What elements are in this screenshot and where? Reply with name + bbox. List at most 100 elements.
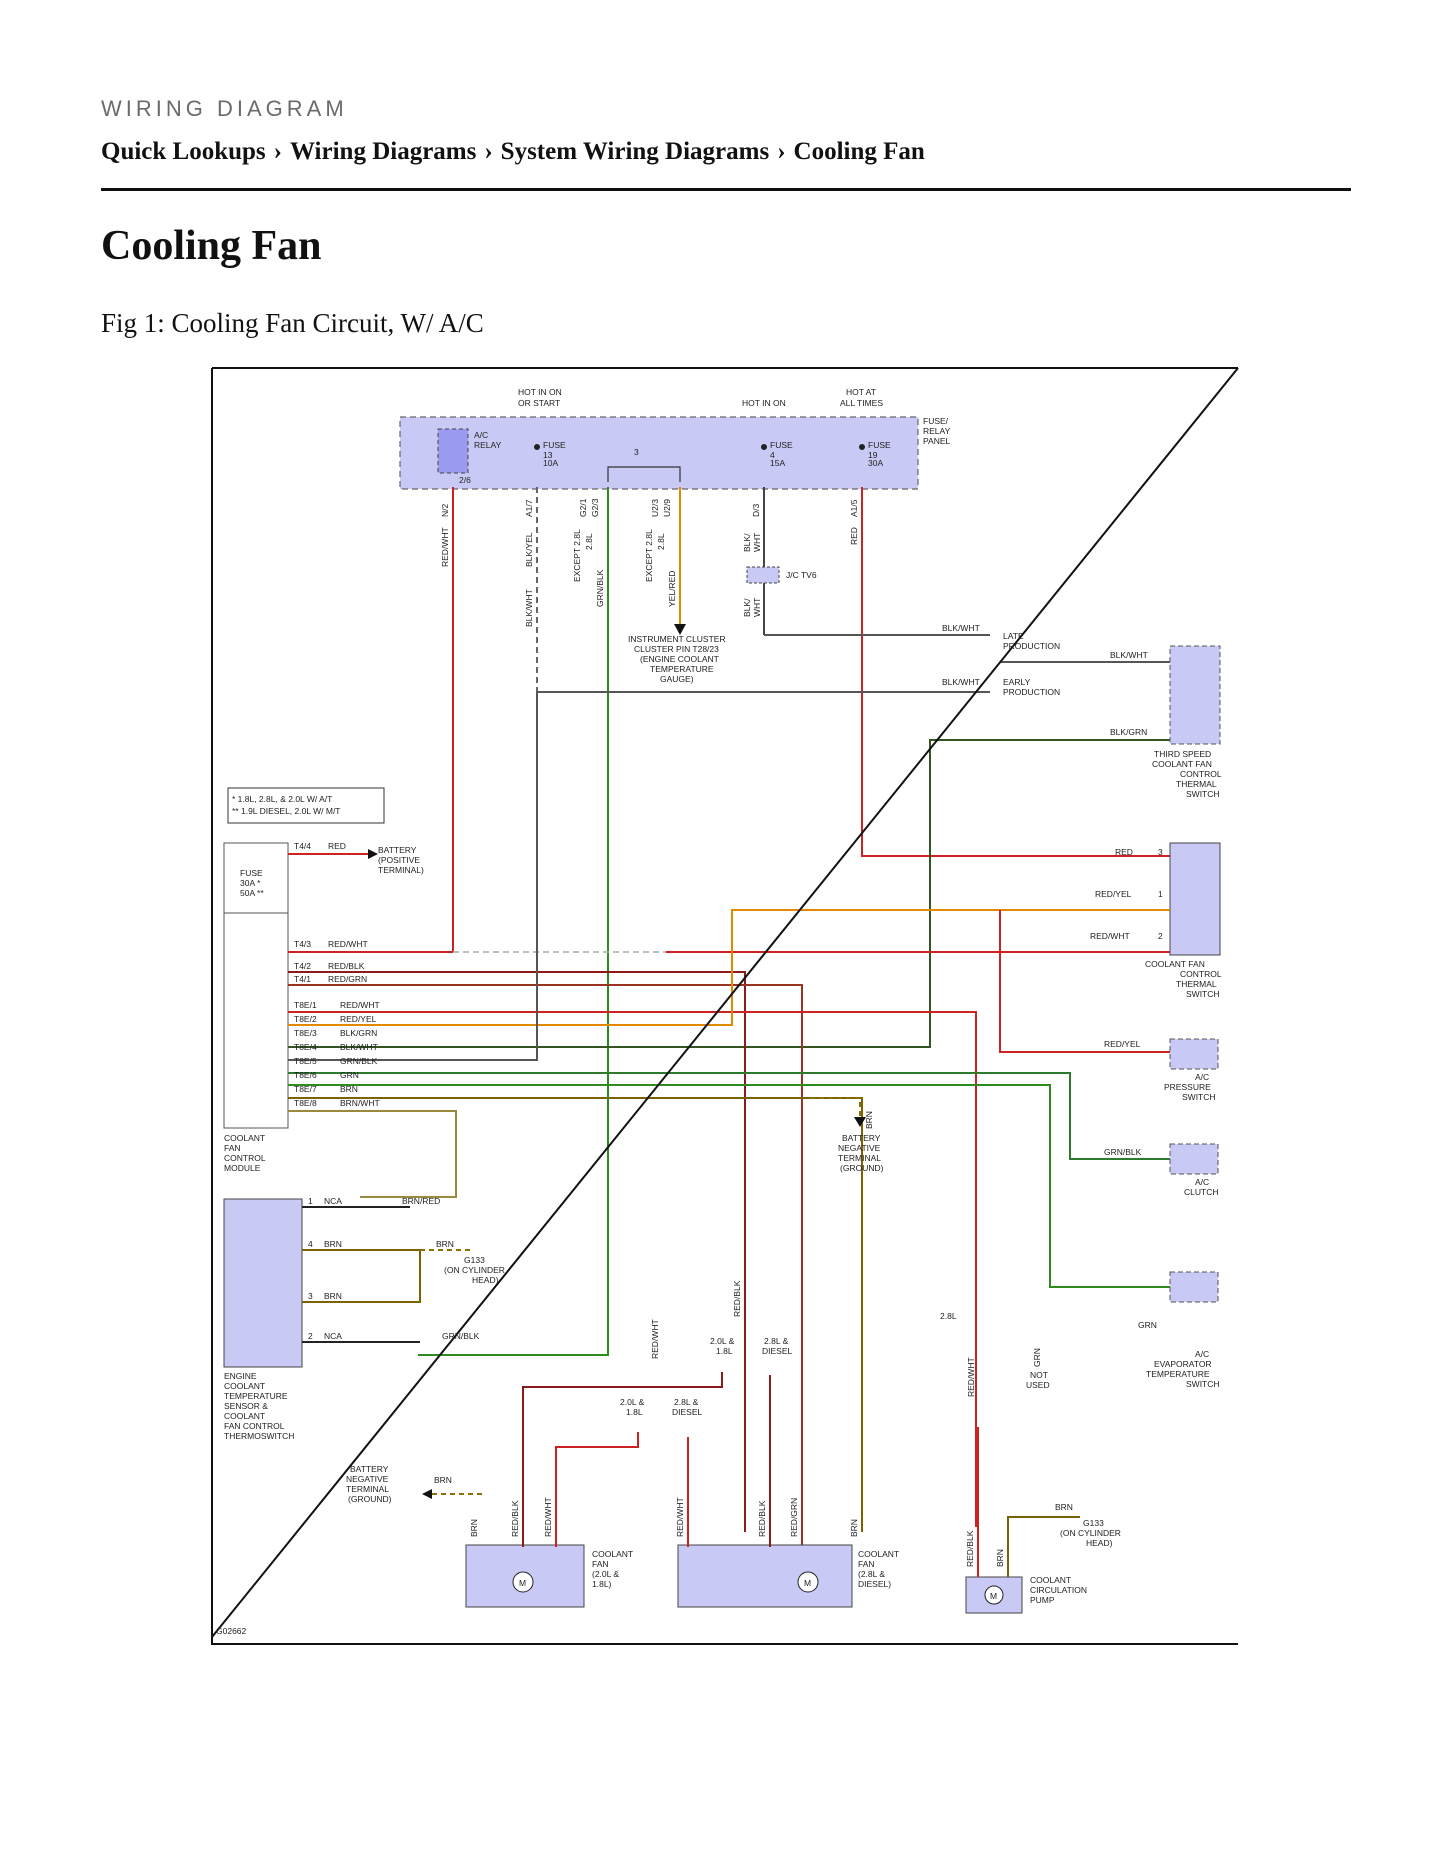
label-not-used-1: NOT [1030,1370,1048,1380]
figure-caption: Fig 1: Cooling Fan Circuit, W/ A/C [101,308,484,338]
section-kicker: WIRING DIAGRAM [101,96,348,121]
label-pump-brn: BRN [995,1549,1005,1567]
notes-box [227,787,385,824]
label-nca-1: NCA [324,1196,342,1206]
label-ects-4: SENSOR & [224,1401,268,1411]
label-hot-run-start-2: OR START [518,398,560,408]
label-pump-g133-3: HEAD) [1086,1538,1113,1548]
label-acp-2: PRESSURE [1164,1082,1211,1092]
breadcrumb-system-wiring-diagrams[interactable]: System Wiring Diagrams [500,138,770,165]
fuse-relay-panel [399,416,919,490]
label-third-5: SWITCH [1186,789,1220,799]
label-sw-1: 1 [1158,889,1163,899]
label-split-diesel: DIESEL [762,1346,793,1356]
label-except-a-2: EXCEPT 2.8L [644,529,654,582]
label-cfm-4: MODULE [224,1163,261,1173]
label-note-2: ** 1.9L DIESEL, 2.0L W/ M/T [232,806,341,816]
label-wire-t8e8: BRN/WHT [340,1098,380,1108]
label-fan2-4: DIESEL) [858,1579,891,1589]
wire-grn-blk-acc [288,1072,1170,1160]
label-ic-3: (ENGINE COOLANT [640,654,719,664]
label-wire-grn-blk-vert: GRN/BLK [595,569,605,607]
label-e2: 2 [308,1331,313,1341]
label-ic-2: CLUSTER PIN T28/23 [634,644,719,654]
wire-red-yel-acp [999,910,1170,1053]
label-pin-n2: N/2 [440,504,450,518]
breadcrumb-wiring-diagrams[interactable]: Wiring Diagrams [290,138,477,165]
internal-bus [607,466,681,482]
label-neg2-brn: BRN [434,1475,452,1485]
label-pin-3: 3 [634,447,639,457]
label-evap-grn: GRN [1138,1320,1157,1330]
label-late-1: LATE [1003,631,1024,641]
label-fan2-1: COOLANT [858,1549,899,1559]
label-evap-3: TEMPERATURE [1146,1369,1210,1379]
label-t8e3: T8E/3 [294,1028,317,1038]
label-ects-1: ENGINE [224,1371,257,1381]
label-fan1-brn: BRN [469,1519,479,1537]
label-t8e8: T8E/8 [294,1098,317,1108]
ac-clutch [1169,1143,1219,1175]
label-fuse13-a: FUSE [543,440,566,450]
label-note-1: * 1.8L, 2.8L, & 2.0L W/ A/T [232,794,332,804]
label-evap-2: EVAPORATOR [1154,1359,1212,1369]
label-fuse19-a: FUSE [868,440,891,450]
label-g133: G133 [464,1255,485,1265]
label-wire-t8e3: BLK/GRN [340,1028,377,1038]
battery-negative-arrow-2 [422,1489,432,1499]
breadcrumb-quick-lookups[interactable]: Quick Lookups [101,138,266,165]
label-fan1-3: (2.0L & [592,1569,619,1579]
pump-motor [984,1585,1004,1605]
wire-fan1-red-blk [522,1372,723,1547]
label-ic-4: TEMPERATURE [650,664,714,674]
label-28l: 2.8L [940,1311,957,1321]
label-pin-a15: A1/5 [849,499,859,517]
label-nca-2: NCA [324,1331,342,1341]
label-red-wht-pump: RED/WHT [966,1357,976,1397]
wire-grn-t8e6 [288,1084,1170,1288]
fan-1-motor [512,1571,534,1593]
wire-red-yel-t8e2 [288,909,1170,1026]
breadcrumb-separator: › [777,138,786,165]
label-pump-red-blk: RED/BLK [965,1530,975,1567]
label-split-20: 2.0L & [710,1336,735,1346]
label-brn-e4: BRN [324,1239,342,1249]
label-third-1: THIRD SPEED [1154,749,1211,759]
label-fan1-motor: M [519,1578,526,1588]
label-pump-g133-2: (ON CYLINDER [1060,1528,1121,1538]
wiring-diagram: HOT IN ON OR START HOT IN ON HOT AT ALL … [211,367,1239,1645]
label-t8e2: T8E/2 [294,1014,317,1024]
engine-coolant-temperature-sensor [223,1198,303,1368]
third-speed-switch [1169,645,1221,745]
label-g133-2: (ON CYLINDER [444,1265,505,1275]
coolant-fan-control-thermal-switch [1169,842,1221,956]
label-wire-blk-wht-vert: BLK/WHT [524,589,534,627]
label-red-blk-mid: RED/BLK [732,1280,742,1317]
label-cfcts-3: THERMAL [1176,979,1217,989]
label-g133-3: HEAD) [472,1275,499,1285]
fuse-4-symbol [761,444,767,450]
label-pump-2: CIRCULATION [1030,1585,1087,1595]
label-blk-wht-third: BLK/WHT [1110,650,1148,660]
label-t8e7: T8E/7 [294,1084,317,1094]
fuse-19-symbol [859,444,865,450]
label-wire-red-wht-relay: RED/WHT [440,527,450,567]
label-pump-3: PUMP [1030,1595,1055,1605]
label-split-18-b: 1.8L [626,1407,643,1417]
label-ects-2: COOLANT [224,1381,265,1391]
label-grn-not-used: GRN [1032,1348,1042,1367]
label-split-28-b: 2.8L & [674,1397,699,1407]
label-fan1-1: COOLANT [592,1549,633,1559]
breadcrumb-separator: › [484,138,493,165]
wire-red-blk-t42 [288,971,746,1532]
label-fuse19-b: 19 [868,450,878,460]
wire-fan1-red-wht [555,1432,639,1547]
label-ects-7: THERMOSWITCH [224,1431,294,1441]
label-ects-5: COOLANT [224,1411,265,1421]
label-wire-red-fuse19: RED [849,527,859,545]
label-t44: T4/4 [294,841,311,851]
label-neg2-3: TERMINAL [346,1484,389,1494]
label-ic-1: INSTRUMENT CLUSTER [628,634,726,644]
label-late-2: PRODUCTION [1003,641,1060,651]
label-except-b-2: 2.8L [656,533,666,550]
